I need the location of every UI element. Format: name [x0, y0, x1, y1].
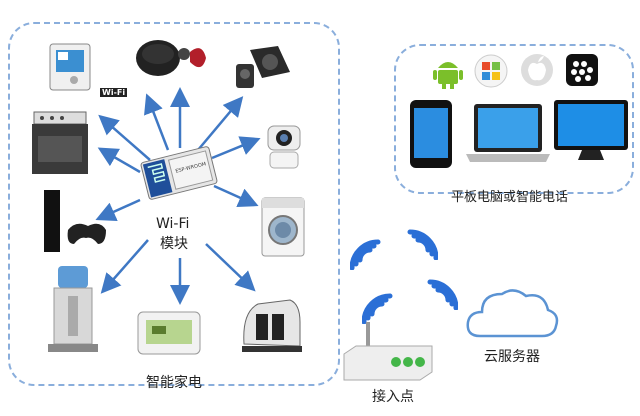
wifi-signal-icon-2: [407, 229, 438, 260]
access-point-label: 接入点: [372, 389, 414, 405]
thermostat-tag: Wi-Fi: [100, 88, 128, 97]
dispenser-icon: [48, 266, 98, 352]
arrow-to-thermostat: [98, 114, 151, 161]
laptop-icon: [466, 104, 550, 162]
thermostat-icon: [49, 43, 91, 91]
arrow-to-headset: [144, 93, 170, 151]
smartphone-icon: [410, 100, 452, 168]
wifi-signal-icon-4: [427, 279, 458, 310]
oven-icon: [32, 111, 88, 174]
wifi-module-icon: ESP-WROOM: [140, 146, 218, 200]
smart-panel-icon: [137, 311, 201, 355]
wifi-signal-icon-3: [362, 293, 393, 324]
module-label-line1: Wi-Fi: [156, 216, 190, 232]
apple-icon: [521, 54, 553, 86]
tablet-phone-label: 平板电脑或智能电话: [451, 190, 569, 205]
module-label-line2: 模块: [160, 236, 188, 252]
windows-icon: [474, 54, 508, 88]
blackberry-icon: [566, 54, 598, 86]
wifi-signal-icon-1: [350, 239, 381, 270]
smart-home-frame: [8, 22, 340, 386]
speaker-system-icon: [236, 46, 290, 88]
camera-icon: [267, 125, 301, 169]
router-icon: [343, 322, 433, 381]
arrow-to-dispenser: [100, 239, 149, 294]
arrow-to-toaster: [205, 243, 256, 292]
arrow-to-console: [95, 198, 141, 221]
arrow-to-camera: [211, 136, 261, 160]
arrow-to-oven: [97, 147, 141, 174]
arrow-to-washer: [213, 184, 259, 207]
phone-game-console-icon: [44, 190, 106, 252]
washing-machine-icon: [261, 197, 305, 257]
smart-home-label: 智能家电: [146, 375, 202, 391]
headset-icon: [136, 40, 206, 76]
cloud-icon: [466, 289, 559, 338]
cloud-server-label: 云服务器: [484, 349, 540, 365]
monitor-icon: [554, 100, 628, 160]
android-icon: [433, 62, 463, 89]
toaster-icon: [242, 299, 302, 352]
arrow-to-speakers: [197, 96, 244, 151]
mobile-devices-frame: [394, 44, 634, 194]
